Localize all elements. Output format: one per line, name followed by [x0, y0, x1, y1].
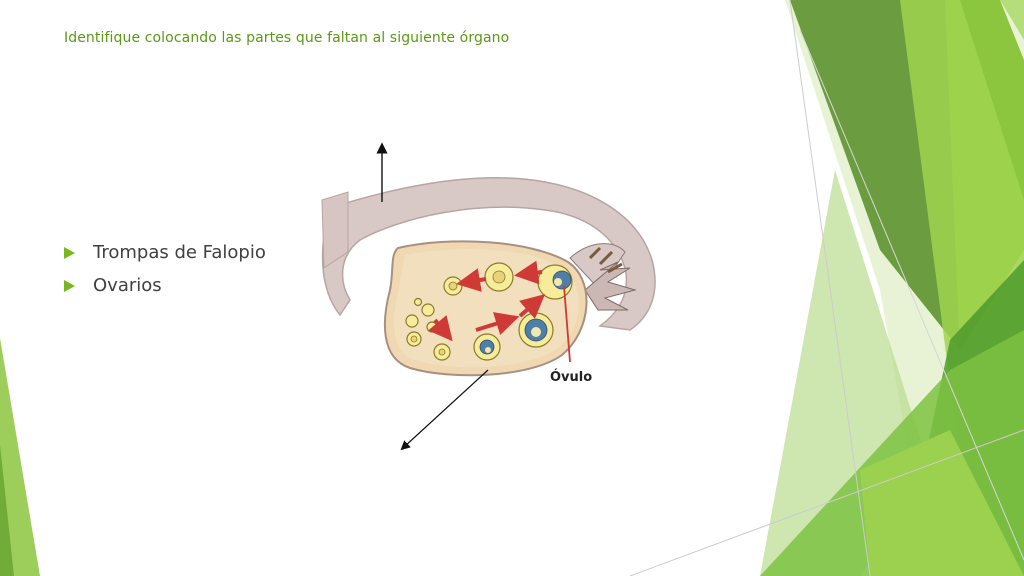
fallopian-tube — [321, 177, 656, 331]
bullet-list: Trompas de Falopio Ovarios — [64, 236, 266, 302]
ovary-diagram: Óvulo — [321, 142, 656, 451]
bullet-item-trompas: Trompas de Falopio — [64, 236, 266, 269]
arrow-down-left-icon — [400, 369, 489, 451]
bullet-triangle-icon — [64, 279, 75, 292]
fimbriae — [569, 243, 637, 311]
ovary — [383, 240, 588, 377]
bullet-label: Trompas de Falopio — [93, 242, 266, 263]
bullet-label: Ovarios — [93, 275, 162, 296]
ovulo-label: Óvulo — [550, 369, 592, 385]
bullet-triangle-icon — [64, 246, 75, 259]
ovulo-pointer — [563, 285, 571, 363]
slide-title: Identifique colocando las partes que fal… — [64, 30, 510, 46]
bullet-item-ovarios: Ovarios — [64, 269, 266, 302]
